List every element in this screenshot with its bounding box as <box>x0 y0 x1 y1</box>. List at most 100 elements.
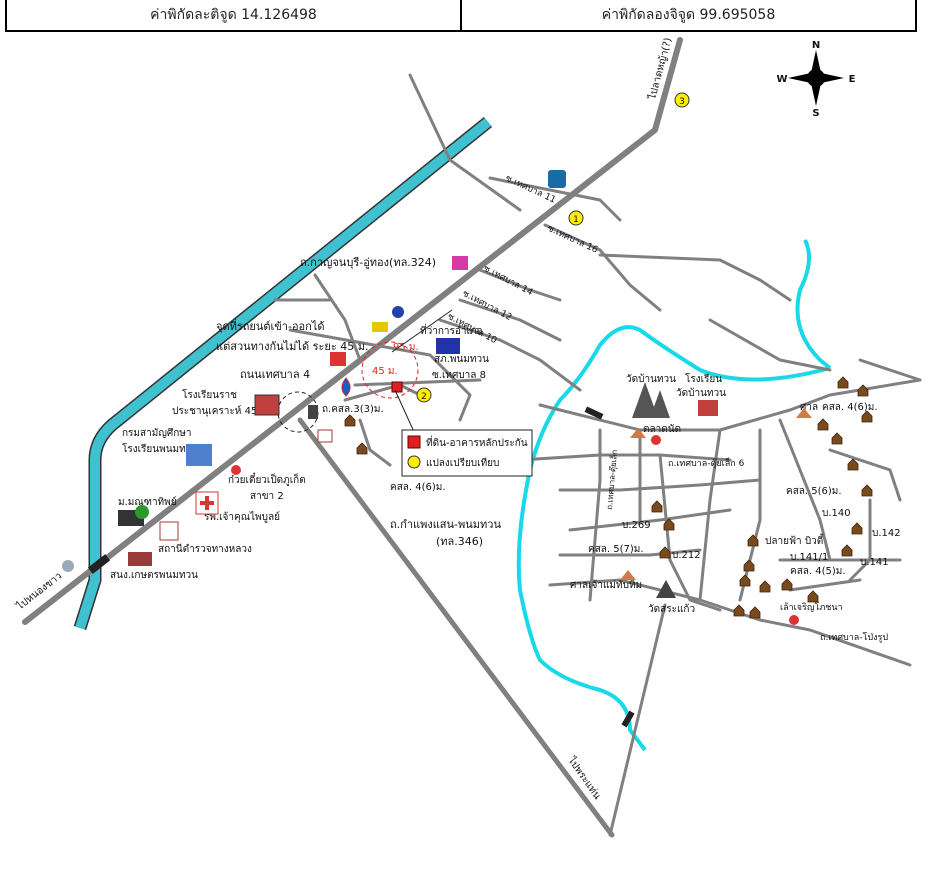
subject-marker <box>391 381 403 393</box>
label-branch-2: สาขา 2 <box>250 491 284 502</box>
house-icon <box>861 484 873 497</box>
label-road-346: ถ.กำแพงแสน-พนมทวน <box>390 518 501 531</box>
coordinate-header: ค่าพิกัดละติจูด 14.126498 ค่าพิกัดลองจิจ… <box>5 0 917 32</box>
shrine-icon <box>796 408 812 418</box>
house-icon <box>847 458 859 471</box>
house-icon <box>781 578 793 591</box>
label-soi-top: ซ.เทศบาล 16 <box>546 224 600 256</box>
noodle-icon <box>231 465 241 475</box>
legend-comparable-icon <box>407 455 421 469</box>
market-icon <box>651 435 661 445</box>
label-kssl-5-6: คสล. 5(6)ม. <box>786 486 842 497</box>
canal <box>73 116 493 630</box>
house-icon <box>831 432 843 445</box>
temple-bell-icon <box>392 306 404 318</box>
label-education-dept: กรมสามัญศึกษา <box>122 427 191 439</box>
house-icon <box>759 580 771 593</box>
label-school-45b: ประชานุเคราะห์ 45 <box>172 405 257 417</box>
house-icon <box>749 606 761 619</box>
label-b142: บ.142 <box>872 528 901 539</box>
house-icon <box>747 534 759 547</box>
legend: ที่ดิน-อาคารหลักประกัน แปลงเปรียบเทียบ <box>401 429 533 477</box>
river <box>516 239 832 752</box>
pointer-lines <box>391 309 453 435</box>
house-icon <box>663 518 675 531</box>
longitude-cell: ค่าพิกัดลองจิจูด 99.695058 <box>460 0 915 30</box>
bank-icon <box>548 170 566 188</box>
house-icon <box>651 500 663 513</box>
house-icon <box>851 522 863 535</box>
svg-text:N: N <box>812 40 820 51</box>
agri-office-icon <box>128 552 152 566</box>
comparable-marker-1: 1 <box>568 210 584 226</box>
post-office-icon <box>372 322 388 332</box>
house-icon <box>659 546 671 559</box>
svg-text:3: 3 <box>679 97 685 107</box>
label-police-station: สถานีตำรวจทางหลวง <box>158 543 252 555</box>
legend-comparable-label: แปลงเปรียบเทียบ <box>426 457 499 469</box>
school-phanom-icon <box>186 444 212 466</box>
label-entry-note: แต่สวนทางกันไม่ได้ ระยะ 45 ม. <box>216 340 369 353</box>
label-road-vertical: ถ.เทศบาล-ดุ๊ยเล็ก <box>604 449 619 510</box>
label-museum: ม.มณฑาทิพย์ <box>118 496 177 508</box>
shop-jaroen-icon <box>789 615 799 625</box>
label-kssl-4-6: คสล. 4(6)ม. <box>822 402 878 413</box>
school-icon <box>254 394 280 416</box>
house-icons <box>344 376 873 619</box>
house-icon <box>733 604 745 617</box>
label-shrine: ศาล <box>800 402 818 413</box>
district-office-icon <box>436 338 460 354</box>
red-sign-icon <box>330 352 346 366</box>
label-road-bottom-right: ถ.เทศบาล-โป่งรูป <box>820 632 888 643</box>
label-kssl-4: คสล. 4(6)ม. <box>390 482 446 493</box>
wat-school-icon <box>698 400 718 416</box>
latitude-cell: ค่าพิกัดละติจูด 14.126498 <box>150 7 317 23</box>
label-sheriff: สภ.พนมทวน <box>434 354 489 365</box>
subject-building-icon <box>308 405 318 419</box>
temple-icon <box>632 382 670 418</box>
tree-icon <box>135 505 149 519</box>
svg-text:1: 1 <box>573 215 579 225</box>
comparable-marker-2: 2 <box>416 387 432 403</box>
label-dist-45: 45 ม. <box>372 366 398 377</box>
bridge-river-top <box>584 406 604 420</box>
bridge-river-bottom <box>621 710 635 728</box>
label-wat-sa-kaeo: วัดสระแก้ว <box>648 603 695 615</box>
shrine-mae-icon <box>620 570 636 580</box>
label-school-45: โรงเรียนราช <box>182 388 237 401</box>
info-icon <box>62 560 74 572</box>
house-icon <box>857 384 869 397</box>
label-b140: บ.140 <box>822 508 851 519</box>
label-school-wat-b: วัดบ้านทวน <box>676 387 726 399</box>
svg-text:W: W <box>776 74 787 85</box>
label-b269: บ.269 <box>622 520 651 531</box>
house-icon <box>739 574 751 587</box>
bridge-canal <box>87 554 111 574</box>
house-icon <box>743 559 755 572</box>
label-road-324: ถ.กาญจนบุรี-อู่ทอง(ทล.324) <box>300 256 436 269</box>
label-agri-office: สนง.เกษตรพนมทวน <box>110 570 198 581</box>
label-b141-1: บ.141/1 <box>790 552 828 563</box>
gas-station-icon <box>341 377 351 397</box>
label-shrine-mae: ศาลเจ้าแม่ทับทิม <box>570 579 642 591</box>
svg-text:E: E <box>849 74 856 85</box>
label-to-nong-khao: ไปหนองขาว <box>14 570 65 613</box>
police-icon <box>159 521 179 541</box>
house-icon <box>807 590 819 603</box>
label-thetsaban-4: ถนนเทศบาล 4 <box>240 368 310 381</box>
label-b212: บ.212 <box>672 550 701 561</box>
legend-subject-label: ที่ดิน-อาคารหลักประกัน <box>426 435 528 449</box>
label-road-346b: (ทล.346) <box>436 535 483 548</box>
label-kssl-4-5: คสล. 4(5)ม. <box>790 566 846 577</box>
label-entry-point: จุดที่รถยนต์เข้า-ออกได้ <box>216 318 325 333</box>
house-icon <box>841 544 853 557</box>
small-sign-icon <box>317 429 333 443</box>
label-district-office: ที่ว่าการอำเภอ <box>420 323 483 337</box>
house-icon <box>817 418 829 431</box>
label-hospital: รพ.เจ้าคุณไพบูลย์ <box>204 511 280 523</box>
label-road-soi-6: ถ.เทศบาล-ดุ๊ยเล็ก 6 <box>668 456 745 469</box>
svg-text:2: 2 <box>421 392 427 402</box>
subject-radius-circle <box>361 341 419 399</box>
label-b141: บ.141 <box>860 557 889 568</box>
label-kssl-5-7: คสล. 5(7)ม. <box>588 544 644 555</box>
